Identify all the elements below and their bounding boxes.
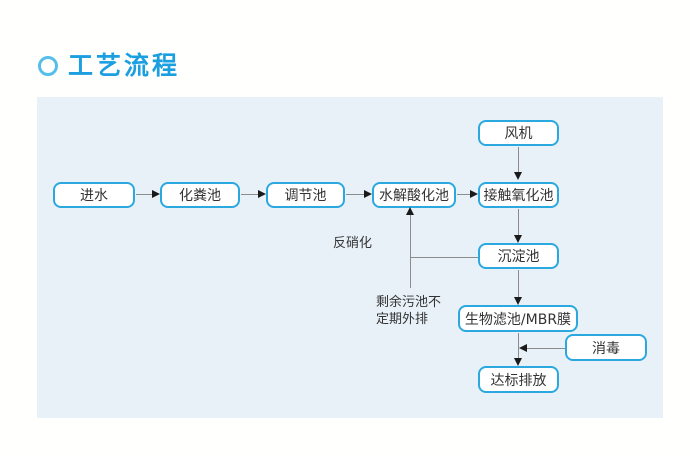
node-sedimentation-tank: 沉淀池 <box>478 243 559 269</box>
arrowhead-down-icon <box>514 235 522 243</box>
arrowhead-down-icon <box>514 172 522 180</box>
connector-inlet-septic <box>136 194 154 195</box>
connector-blower-contact <box>518 147 519 173</box>
arrowhead-down-icon <box>514 297 522 305</box>
node-contact-oxidation-tank: 接触氧化池 <box>478 182 559 208</box>
connector-septic-regulating <box>241 194 259 195</box>
node-regulating-tank: 调节池 <box>266 182 345 208</box>
connector-regulating-hydrolysis <box>346 194 365 195</box>
node-septic-tank: 化粪池 <box>160 182 240 208</box>
label-denitrification: 反硝化 <box>333 236 373 251</box>
arrowhead-right-icon <box>152 190 160 198</box>
node-discharge: 达标排放 <box>478 366 559 393</box>
node-hydrolysis-acidification-tank: 水解酸化池 <box>372 182 456 208</box>
section-header: 工艺流程 <box>38 52 180 80</box>
connector-return-vertical <box>410 215 411 288</box>
arrowhead-up-icon <box>406 207 414 215</box>
node-disinfection: 消毒 <box>565 334 647 361</box>
arrowhead-right-icon <box>364 190 372 198</box>
connector-biofilter-discharge <box>518 333 519 359</box>
connector-hydrolysis-contact <box>457 194 471 195</box>
arrowhead-right-icon <box>258 190 266 198</box>
connector-disinfection-branch <box>527 348 565 349</box>
page-title: 工艺流程 <box>68 51 181 80</box>
flow-diagram-panel <box>37 97 663 418</box>
node-bio-filter-mbr: 生物滤池/MBR膜 <box>458 305 578 332</box>
connector-contact-sedimentation <box>518 209 519 236</box>
node-blower: 风机 <box>478 120 559 146</box>
arrowhead-right-icon <box>470 190 478 198</box>
connector-sedimentation-return <box>410 257 478 258</box>
ring-icon <box>38 56 58 76</box>
arrowhead-down-icon <box>514 358 522 366</box>
node-inlet: 进水 <box>53 182 135 208</box>
label-sludge-note: 剩余污池不 定期外排 <box>376 294 441 328</box>
arrowhead-left-icon <box>519 344 527 352</box>
label-sludge-note-line1: 剩余污池不 <box>376 295 442 310</box>
connector-sedimentation-biofilter <box>518 270 519 298</box>
label-sludge-note-line2: 定期外排 <box>376 312 429 327</box>
